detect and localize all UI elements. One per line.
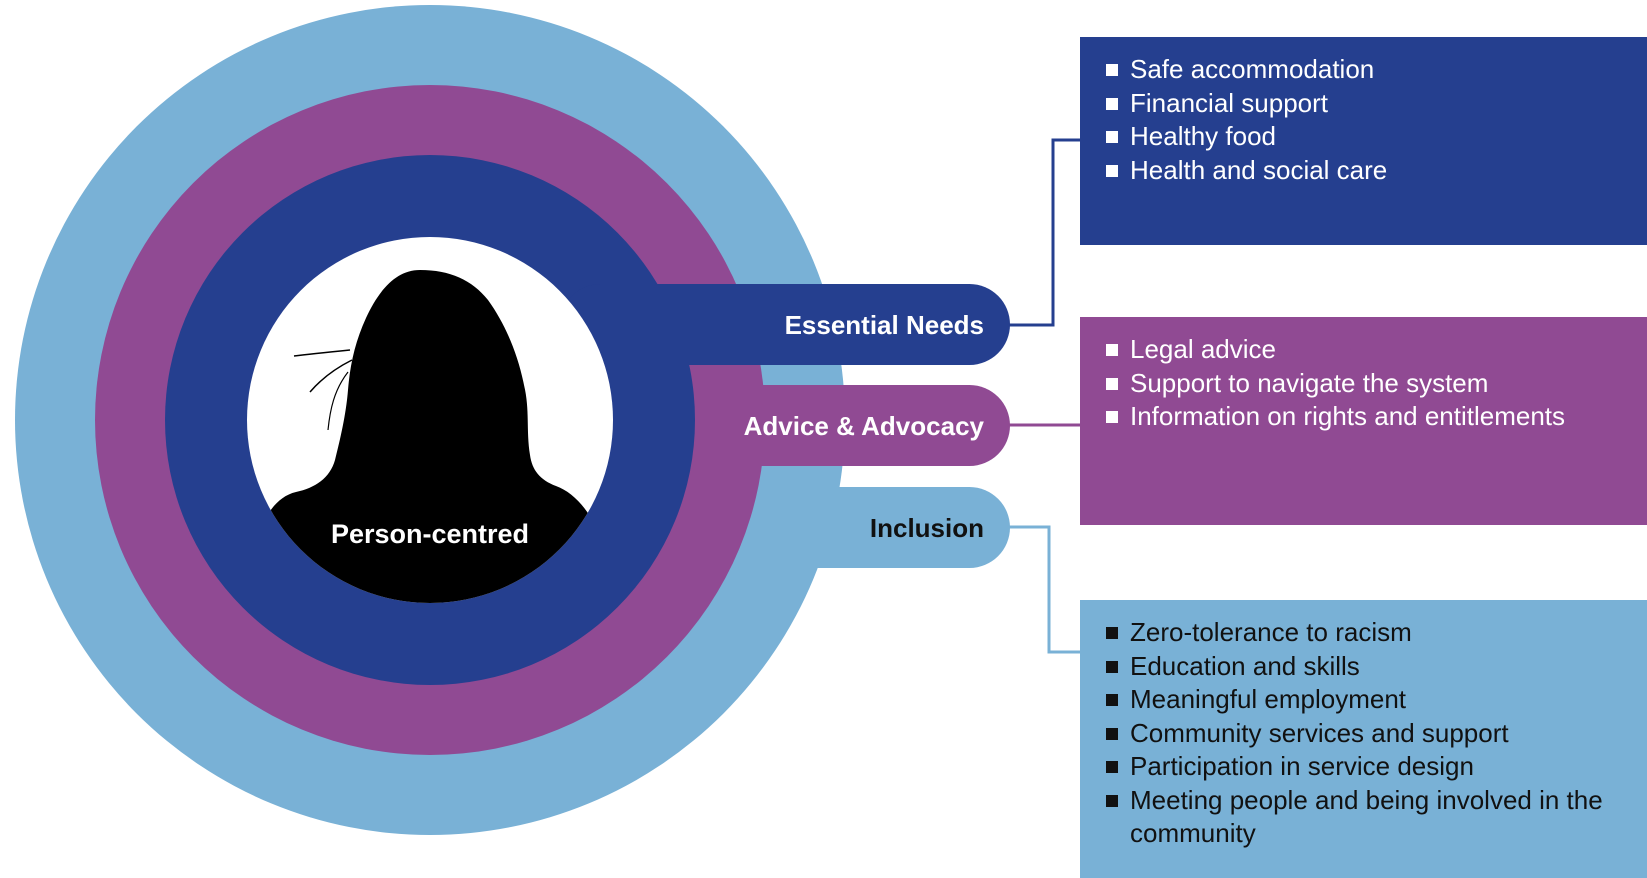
list-item: Health and social care bbox=[1106, 154, 1633, 188]
pill-essential bbox=[560, 284, 1010, 365]
bullet-square-icon bbox=[1106, 377, 1118, 390]
panel-inclusion: Zero-tolerance to racism Education and s… bbox=[1080, 600, 1647, 878]
list-item: Legal advice bbox=[1106, 333, 1633, 367]
list-item: Education and skills bbox=[1106, 650, 1633, 684]
pill-label-inclusion: Inclusion bbox=[870, 513, 984, 543]
pill-label-advice: Advice & Advocacy bbox=[744, 411, 985, 441]
bullet-square-icon bbox=[1106, 627, 1118, 639]
pill-inclusion bbox=[700, 487, 1010, 568]
bullet-square-icon bbox=[1106, 131, 1118, 143]
bullet-square-icon bbox=[1106, 660, 1118, 673]
bullet-square-icon bbox=[1106, 344, 1118, 356]
inclusion-list: Zero-tolerance to racism Education and s… bbox=[1106, 616, 1633, 851]
list-item: Meaningful employment bbox=[1106, 683, 1633, 717]
list-item: Participation in service design bbox=[1106, 750, 1633, 784]
list-item: Meeting people and being involved in the… bbox=[1106, 784, 1633, 851]
list-item: Financial support bbox=[1106, 87, 1633, 121]
pill-label-essential: Essential Needs bbox=[785, 310, 984, 340]
list-item: Community services and support bbox=[1106, 717, 1633, 751]
list-item: Information on rights and entitlements bbox=[1106, 400, 1633, 434]
bullet-square-icon bbox=[1106, 97, 1118, 110]
bullet-square-icon bbox=[1106, 727, 1118, 740]
list-item: Healthy food bbox=[1106, 120, 1633, 154]
bullet-square-icon bbox=[1106, 761, 1118, 773]
advice-advocacy-list: Legal advice Support to navigate the sys… bbox=[1106, 333, 1633, 434]
list-item: Zero-tolerance to racism bbox=[1106, 616, 1633, 650]
center-label: Person-centred bbox=[331, 519, 529, 549]
panel-essential-needs: Safe accommodation Financial support Hea… bbox=[1080, 37, 1647, 245]
bullet-square-icon bbox=[1106, 64, 1118, 76]
essential-needs-list: Safe accommodation Financial support Hea… bbox=[1106, 53, 1633, 187]
connector-essential bbox=[1002, 138, 1080, 327]
bullet-square-icon bbox=[1106, 794, 1118, 807]
bullet-square-icon bbox=[1106, 694, 1118, 706]
list-item: Safe accommodation bbox=[1106, 53, 1633, 87]
pill-advice bbox=[640, 385, 1010, 466]
bullet-square-icon bbox=[1106, 164, 1118, 177]
connector-inclusion bbox=[1002, 525, 1080, 654]
bullet-square-icon bbox=[1106, 411, 1118, 423]
person-silhouette-icon bbox=[247, 270, 613, 603]
list-item: Support to navigate the system bbox=[1106, 367, 1633, 401]
panel-advice-advocacy: Legal advice Support to navigate the sys… bbox=[1080, 317, 1647, 525]
